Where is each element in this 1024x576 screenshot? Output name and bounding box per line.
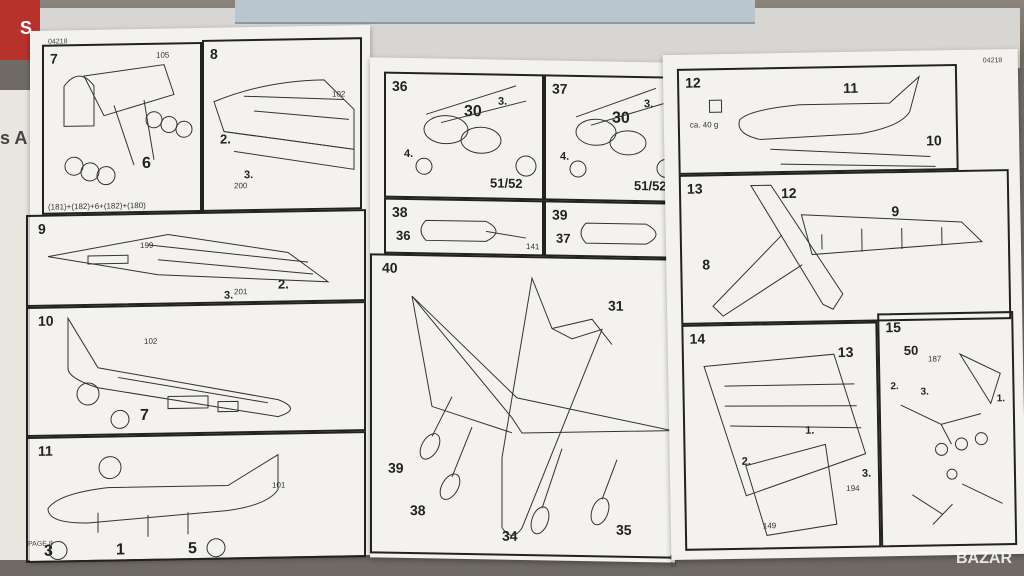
- box-side-paper: [0, 90, 30, 560]
- panel-step-11: 11 1 3 5 101: [26, 431, 366, 564]
- panel-step-10: 10 7 102: [26, 301, 366, 438]
- panel-step-14: 14 13 1. 2. 3. 149 194: [681, 321, 882, 551]
- engine-pylon-drawing: [415, 85, 537, 177]
- wing-underside-drawing: [47, 234, 330, 283]
- wing-fit-drawing: [712, 184, 984, 317]
- panel-step-39: 39 37: [544, 200, 684, 259]
- panel-step-13: 13 12 9 8: [678, 169, 1012, 325]
- page-footer: PAGE 8: [28, 540, 53, 549]
- watermark-logo: BAZAR: [956, 550, 1012, 567]
- brand-fragment: S: [20, 18, 33, 38]
- decal-sheet: [235, 0, 755, 24]
- panel-step-7: 7 6 105 (181)+(182)+6+(182)+(180): [42, 41, 202, 215]
- panel-step-9: 9 2. 3. 199 201: [26, 209, 366, 308]
- wing-drawing: [213, 79, 355, 170]
- gear-drawing: [63, 64, 193, 186]
- fuselage-drawing: [67, 316, 291, 429]
- nacelle-drawing: [420, 219, 527, 242]
- box-side-text: s A: [0, 128, 28, 148]
- fuselage-halves-drawing: [708, 75, 936, 167]
- panel-step-12: 12 ca. 40 g 11 10: [676, 64, 959, 175]
- instruction-page-middle: 36 30 3. 4. 51/52 37 30 3. 4. 51/52: [370, 57, 689, 569]
- panel-step-38: 38 36 141: [384, 197, 544, 257]
- aircraft-assembly-drawing: [411, 276, 673, 536]
- fuselage-gear-drawing: [47, 453, 279, 560]
- panel-step-40: 40 31 39 38 34 35: [370, 253, 684, 559]
- panel-step-36: 36 30 3. 4. 51/52: [384, 71, 544, 201]
- instruction-page-right: 04218 12 ca. 40 g 11 10 13 12 9 8: [662, 48, 1024, 561]
- nacelle-drawing-2: [580, 222, 657, 245]
- page-code: 04218: [982, 57, 1003, 65]
- instruction-page-left: 04218 7 6 105 (181)+(182)+6+(182)+(180) …: [26, 25, 370, 564]
- landing-gear-drawing: [900, 352, 1003, 525]
- panel-step-8: 8 2. 3. 102 200: [202, 37, 362, 212]
- panel-step-15: 15 50 1. 2. 3. 187: [877, 311, 1018, 548]
- underside-parts-drawing: [703, 353, 867, 536]
